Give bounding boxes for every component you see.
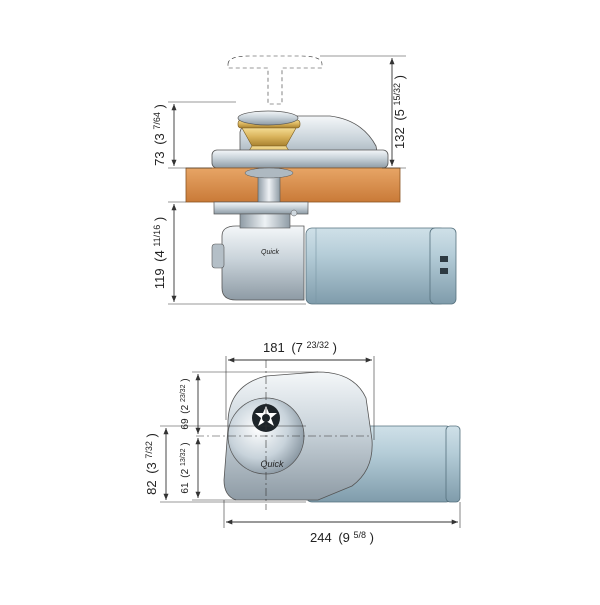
dim-upper-offset-frac: 23/32 [180,384,187,402]
dim-depth: 82 (3 7/32 ) [140,425,306,503]
dim-length-close: ) [370,530,374,545]
dim-length: 244 (9 5/8 ) [223,500,461,545]
dim-above-deck-paren: (3 [152,130,167,145]
dim-lower-offset-close: ) [180,442,191,445]
dim-depth-paren: (3 [144,459,159,474]
lifted-cap-outline [227,55,323,105]
dim-total-height-close: ) [392,75,407,79]
dim-lower-offset-frac: 13/32 [180,448,187,466]
dim-depth-frac: 7/32 [144,441,154,459]
dim-below-deck: 119 (4 11/16 ) [148,201,306,305]
dim-width-paren: (7 [291,340,306,355]
dim-total-height-main: 132 [392,127,407,149]
top-cap [237,110,299,126]
brand-logo: Quick [260,459,284,469]
svg-text:119 (4 11/16: 119 (4 11/16 ) [148,217,167,289]
motor [305,227,457,305]
dim-below-deck-paren: (4 [152,247,167,262]
dim-total-height-paren: (5 [392,106,407,121]
dim-above-deck: 73 (3 7/64 ) [148,101,236,169]
svg-text:61 (2 13/32: 61 (2 13/32 ) [177,442,191,493]
dim-upper-offset: 69 (2 23/32 ) [177,371,318,434]
dim-lower-offset-paren: (2 [180,466,191,478]
dim-below-deck-main: 119 [152,268,167,289]
dim-below-deck-frac: 11/16 [152,225,162,247]
dim-lower-offset-main: 61 [180,482,191,494]
svg-text:69 (2 23/32: 69 (2 23/32 ) [177,378,191,429]
dim-above-deck-frac: 7/64 [152,112,162,130]
dim-width: 181 (7 23/32 ) [225,336,375,440]
dim-above-deck-close: ) [152,104,167,108]
svg-text:73 (3 7/64: 73 (3 7/64 ) [148,104,167,166]
base-flange [211,149,389,169]
side-view: Quick 132 (5 15/32 ) [148,55,457,305]
dim-width-close: ) [333,340,337,355]
dim-length-main: 244 [310,530,332,545]
svg-text:181 (7 23/32: 181 (7 23/32 ) [263,336,337,355]
dim-total-height: 132 (5 15/32 ) [320,55,407,169]
dim-lower-offset: 61 (2 13/32 ) [177,438,236,501]
svg-text:244 (9 5/8: 244 (9 5/8 ) [310,526,374,545]
dim-upper-offset-paren: (2 [180,402,191,414]
dim-length-frac: 5/8 [354,530,367,540]
dim-below-deck-close: ) [152,217,167,221]
dim-upper-offset-main: 69 [180,418,191,430]
top-view: Quick 181 (7 23/32 ) 69 (2 23/32 ) [140,336,461,545]
dim-width-main: 181 [263,340,285,355]
svg-text:82 (3 7/32: 82 (3 7/32 ) [140,433,159,495]
gearbox-logo: Quick [261,249,279,256]
dim-width-frac: 23/32 [307,340,330,350]
dim-depth-close: ) [144,433,159,437]
dim-above-deck-main: 73 [152,151,167,165]
dim-depth-main: 82 [144,480,159,494]
dim-length-paren: (9 [338,530,353,545]
svg-text:132 (5 15/32: 132 (5 15/32 ) [388,75,407,149]
dim-total-height-frac: 15/32 [392,83,402,106]
dim-upper-offset-close: ) [180,378,191,381]
gearbox [221,225,305,301]
